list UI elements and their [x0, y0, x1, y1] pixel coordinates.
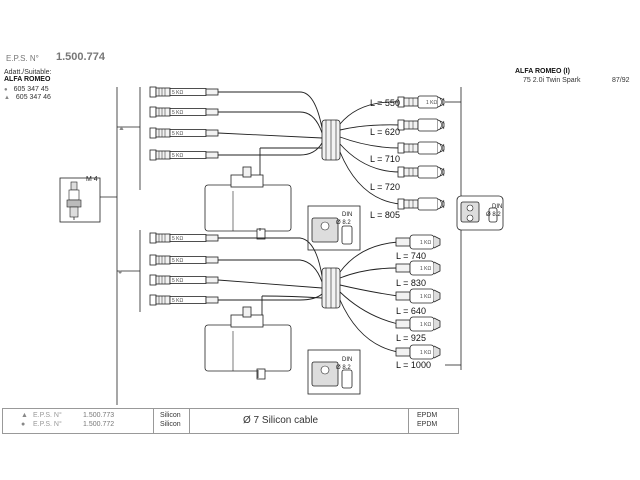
length-label: L = 550 — [370, 98, 400, 108]
lower-din-connector — [307, 349, 361, 395]
din-label: DIN — [342, 357, 352, 363]
ref-row-2: ▲ 605 347 46 — [4, 93, 51, 103]
upper-ignition-coil — [204, 166, 292, 240]
din-label: DIN — [492, 204, 502, 210]
end-material: EPDM — [417, 421, 438, 428]
triangle-icon: ▲ — [4, 95, 10, 101]
upper-resistor-leads — [149, 86, 323, 175]
lower-resistor-leads — [149, 232, 323, 318]
plug-label: M 4 — [86, 176, 98, 183]
footer-table: ▲ E.P.S. N° 1.500.773 ● E.P.S. N° 1.500.… — [2, 408, 459, 434]
vehicle-model: 75 2.0i Twin Spark — [523, 77, 581, 84]
upper-fanout — [339, 101, 401, 205]
resistor-label: 5 KΩ — [172, 153, 184, 159]
din-size: Ø 8.2 — [336, 365, 351, 371]
divider — [408, 409, 409, 433]
resistor-label: 5 KΩ — [172, 258, 184, 264]
din-size: Ø 8.2 — [486, 212, 501, 218]
lower-fanout — [339, 241, 399, 353]
cap-resistor-label: 1 KΩ — [426, 100, 438, 106]
resistor-label: 5 KΩ — [172, 110, 184, 116]
material-label: Silicon — [160, 412, 181, 419]
length-label: L = 925 — [396, 333, 426, 343]
divider — [189, 409, 190, 433]
vehicle-year: 87/92 — [612, 77, 630, 84]
length-label: L = 805 — [370, 210, 400, 220]
cap-resistor-label: 1 KΩ — [420, 266, 432, 272]
cap-resistor-label: 1 KΩ — [420, 322, 432, 328]
din-size: Ø 8.2 — [336, 220, 351, 226]
resistor-label: 5 KΩ — [172, 90, 184, 96]
resistor-label: 5 KΩ — [172, 131, 184, 137]
upper-din-connector — [307, 205, 361, 251]
length-label: L = 740 — [396, 251, 426, 261]
triangle-icon: ▲ — [21, 412, 28, 419]
eps-label: E.P.S. N° — [33, 412, 62, 419]
lower-cable-junction — [321, 267, 341, 309]
eps-number: 1.500.772 — [83, 421, 115, 428]
resistor-label: 5 KΩ — [172, 298, 184, 304]
circle-icon: ● — [118, 269, 122, 276]
eps-code-number: 1.500.774 — [56, 51, 105, 63]
resistor-label: 5 KΩ — [172, 236, 184, 242]
circle-icon: ● — [21, 421, 26, 428]
upper-cable-junction — [321, 119, 341, 161]
cap-resistor-label: 1 KΩ — [420, 350, 432, 356]
lower-ignition-coil — [204, 306, 292, 380]
ref-number: 605 347 46 — [15, 94, 51, 101]
length-label: L = 830 — [396, 278, 426, 288]
din-label: DIN — [342, 212, 352, 218]
end-material: EPDM — [417, 412, 438, 419]
cap-resistor-label: 1 KΩ — [420, 294, 432, 300]
vehicle-brand: ALFA ROMEO (I) — [515, 68, 570, 75]
eps-code-label: E.P.S. N° — [6, 54, 39, 63]
ref-number: 605 347 45 — [13, 86, 49, 93]
triangle-icon: ▲ — [118, 125, 125, 132]
suitable-label: Adatt./Suitable: — [4, 69, 52, 76]
brand-label: ALFA ROMEO — [4, 76, 51, 83]
cap-resistor-label: 1 KΩ — [420, 240, 432, 246]
circle-icon: ● — [4, 87, 8, 93]
spark-plug — [59, 177, 101, 223]
upper-spark-caps — [397, 95, 445, 211]
eps-label: E.P.S. N° — [33, 421, 62, 428]
length-label: L = 710 — [370, 154, 400, 164]
material-label: Silicon — [160, 421, 181, 428]
length-label: L = 640 — [396, 306, 426, 316]
length-label: L = 720 — [370, 182, 400, 192]
length-label: L = 1000 — [396, 360, 431, 370]
length-label: L = 620 — [370, 127, 400, 137]
cable-spec: Ø 7 Silicon cable — [243, 415, 319, 426]
ref-row-1: ● 605 347 45 — [4, 85, 49, 95]
eps-number: 1.500.773 — [83, 412, 115, 419]
divider — [153, 409, 154, 433]
resistor-label: 5 KΩ — [172, 278, 184, 284]
